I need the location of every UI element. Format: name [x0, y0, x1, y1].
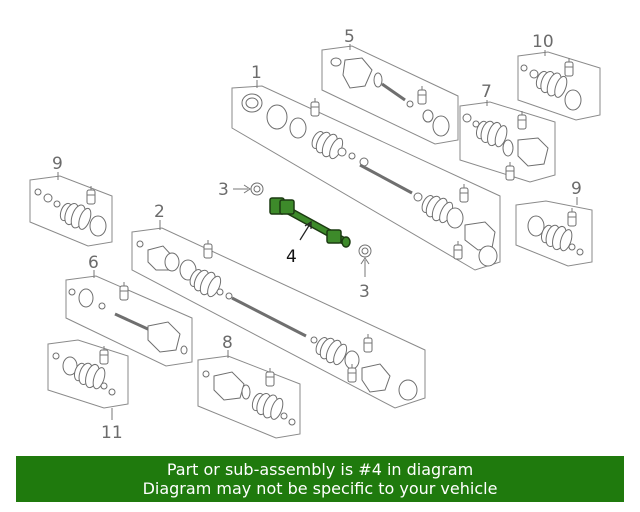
assembly-7-group[interactable]	[459, 101, 556, 183]
callout-4: 4	[286, 247, 297, 267]
assembly-9-left-group[interactable]	[29, 175, 113, 247]
callout-9-left: 9	[52, 154, 63, 174]
callout-6: 6	[88, 253, 99, 273]
parts-diagram: 1 5 10 7 9 9 3 2 4 6 3 8 11	[29, 27, 601, 443]
assembly-2-group[interactable]	[131, 227, 426, 409]
callout-3-upper: 3	[218, 180, 229, 200]
callout-1: 1	[251, 63, 262, 83]
callout-8: 8	[222, 333, 233, 353]
callout-11: 11	[101, 423, 123, 443]
assembly-10-group[interactable]	[517, 51, 601, 121]
callout-2: 2	[154, 202, 165, 222]
banner-line-2: Diagram may not be specific to your vehi…	[142, 479, 498, 498]
assembly-6-group[interactable]	[65, 275, 193, 367]
assembly-9-right-group[interactable]	[515, 200, 593, 267]
part-3-upper-washer[interactable]	[250, 182, 264, 196]
callout-7: 7	[481, 82, 492, 102]
callout-3-lower: 3	[359, 282, 370, 302]
assembly-1-group[interactable]	[231, 85, 501, 271]
part-3-lower-washer[interactable]	[358, 244, 372, 258]
banner-line-1: Part or sub-assembly is #4 in diagram	[166, 460, 474, 479]
info-banner: Part or sub-assembly is #4 in diagram Di…	[16, 456, 624, 502]
callout-10: 10	[532, 32, 554, 52]
assembly-11-group[interactable]	[47, 339, 129, 409]
callout-5: 5	[344, 27, 355, 47]
assembly-8-group[interactable]	[197, 355, 301, 439]
assembly-5-group[interactable]	[321, 45, 459, 145]
callout-9-right: 9	[571, 179, 582, 199]
